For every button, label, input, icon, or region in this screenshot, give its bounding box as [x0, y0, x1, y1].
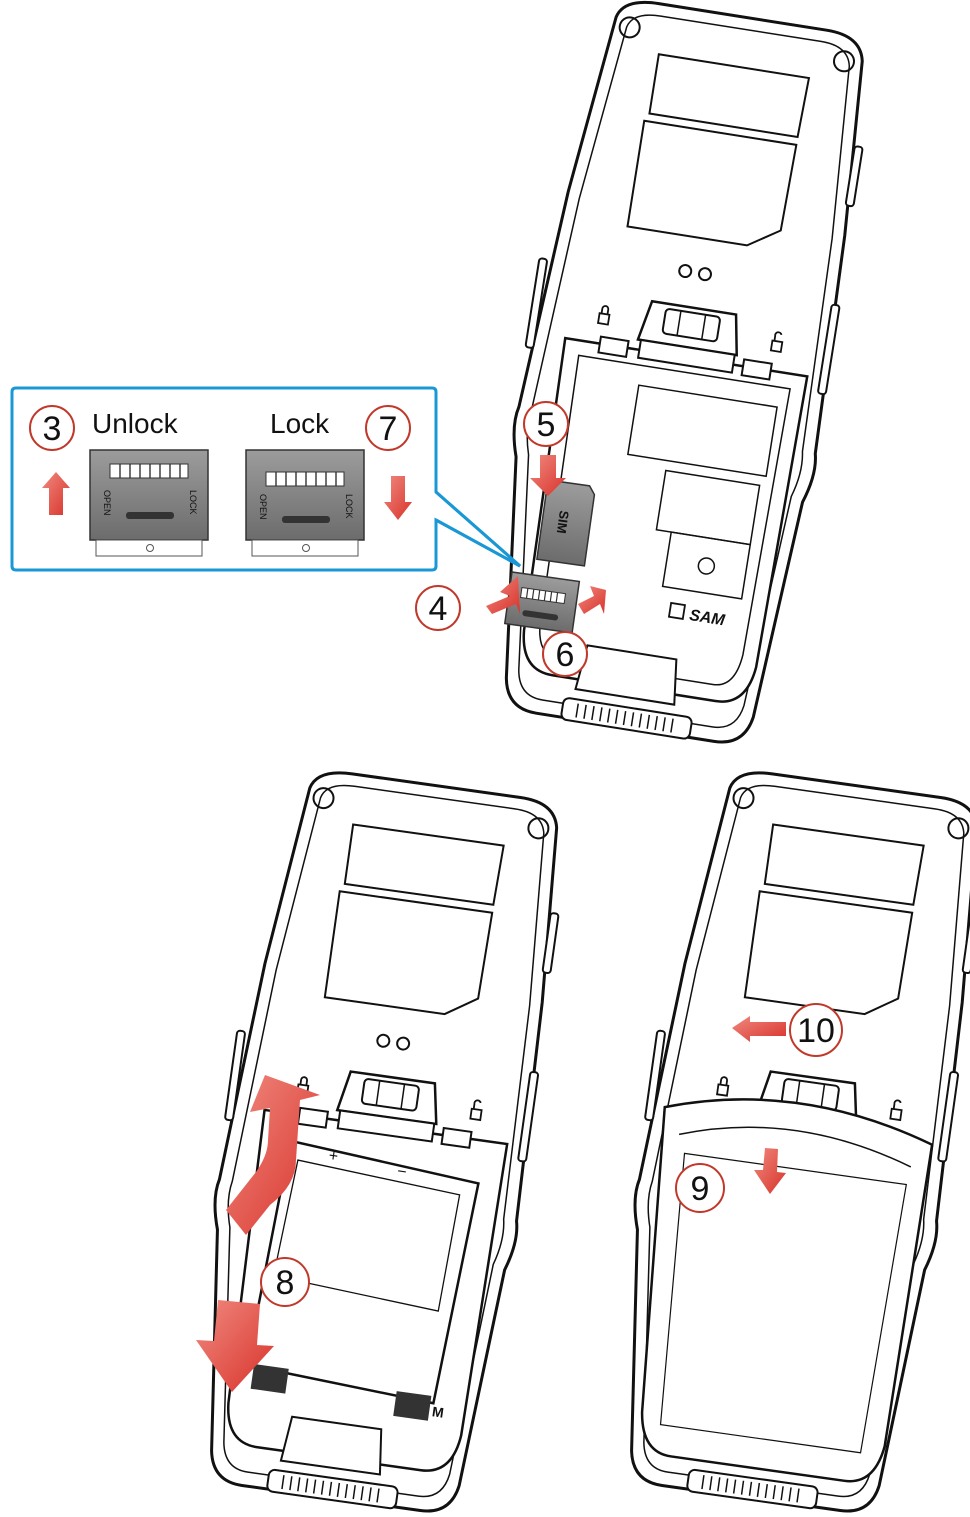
device-bottom-right — [594, 763, 970, 1517]
partial-label: M — [431, 1403, 445, 1420]
step-4-label: 4 — [429, 590, 448, 628]
step-6: 6 — [543, 632, 587, 676]
lock-unlock-inset: Unlock Lock OPEN LOCK — [12, 388, 520, 570]
step-3: 3 — [30, 406, 74, 450]
step-8: 8 — [261, 1258, 309, 1306]
step-6-label: 6 — [556, 636, 575, 674]
holder-locked-open: OPEN — [258, 494, 268, 520]
device-bottom-left: + − M — [174, 763, 576, 1517]
step-7: 7 — [366, 406, 410, 450]
step-10: 10 — [790, 1004, 842, 1056]
step-8-label: 8 — [276, 1264, 295, 1302]
holder-unlocked-lock: LOCK — [188, 490, 198, 515]
lock-label: Lock — [270, 408, 330, 439]
step-3-label: 3 — [43, 410, 62, 448]
step-10-label: 10 — [797, 1012, 835, 1050]
step-7-label: 7 — [379, 410, 398, 448]
step-5: 5 — [524, 402, 568, 446]
step-9-label: 9 — [691, 1170, 710, 1208]
sim-holder-unlocked: OPEN LOCK — [90, 450, 208, 556]
sim-card-label: SIM — [554, 510, 572, 535]
holder-locked-lock: LOCK — [344, 494, 354, 519]
battery-cover — [617, 1085, 936, 1487]
step-4: 4 — [416, 586, 460, 630]
step-9: 9 — [676, 1164, 724, 1212]
holder-unlocked-open: OPEN — [102, 490, 112, 516]
step-5-label: 5 — [537, 406, 556, 444]
device-top: SAM — [469, 0, 883, 752]
sim-holder-locked: OPEN LOCK — [246, 450, 364, 556]
unlock-label: Unlock — [92, 408, 179, 439]
